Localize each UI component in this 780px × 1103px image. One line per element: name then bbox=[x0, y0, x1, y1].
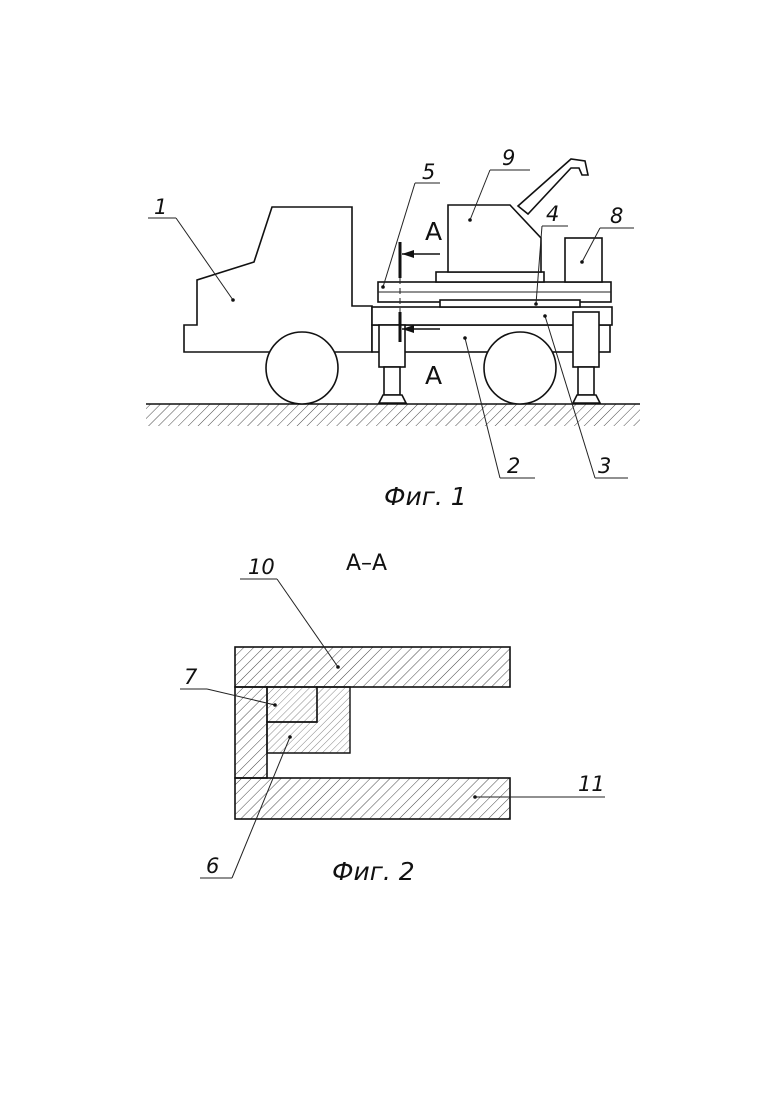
callout-2: 2 bbox=[507, 454, 520, 478]
callout-5: 5 bbox=[422, 160, 435, 184]
turntable-plate bbox=[440, 300, 580, 307]
callout-3: 3 bbox=[598, 454, 611, 478]
figure-1: A A 1 5 9 8 bbox=[146, 146, 640, 511]
guide-web bbox=[235, 687, 267, 778]
truck-cab bbox=[184, 207, 372, 352]
ground bbox=[146, 404, 640, 426]
crane-base-plate bbox=[436, 272, 544, 282]
figure-2-caption: Фиг. 2 bbox=[332, 857, 415, 886]
figure-1-caption: Фиг. 1 bbox=[384, 482, 467, 511]
callout-8: 8 bbox=[610, 204, 623, 228]
callout-1: 1 bbox=[154, 195, 167, 219]
callout-7: 7 bbox=[184, 665, 198, 689]
callout-11: 11 bbox=[578, 772, 605, 796]
lower-guide-part bbox=[235, 778, 510, 819]
outrigger-right bbox=[573, 312, 600, 403]
section-title: A–A bbox=[346, 551, 387, 576]
upper-guide-part bbox=[235, 647, 510, 687]
callout-10: 10 bbox=[248, 555, 275, 579]
figure-2: A–A 10 7 6 bbox=[180, 551, 605, 886]
section-mark-bottom: A bbox=[425, 361, 442, 390]
wheel-front bbox=[266, 332, 338, 404]
callout-6: 6 bbox=[206, 854, 219, 878]
callout-4: 4 bbox=[546, 202, 559, 226]
callout-9: 9 bbox=[502, 146, 515, 170]
crane-housing bbox=[448, 205, 541, 272]
wheel-rear bbox=[484, 332, 556, 404]
outrigger-left bbox=[379, 325, 406, 403]
section-mark-top: A bbox=[425, 217, 442, 246]
